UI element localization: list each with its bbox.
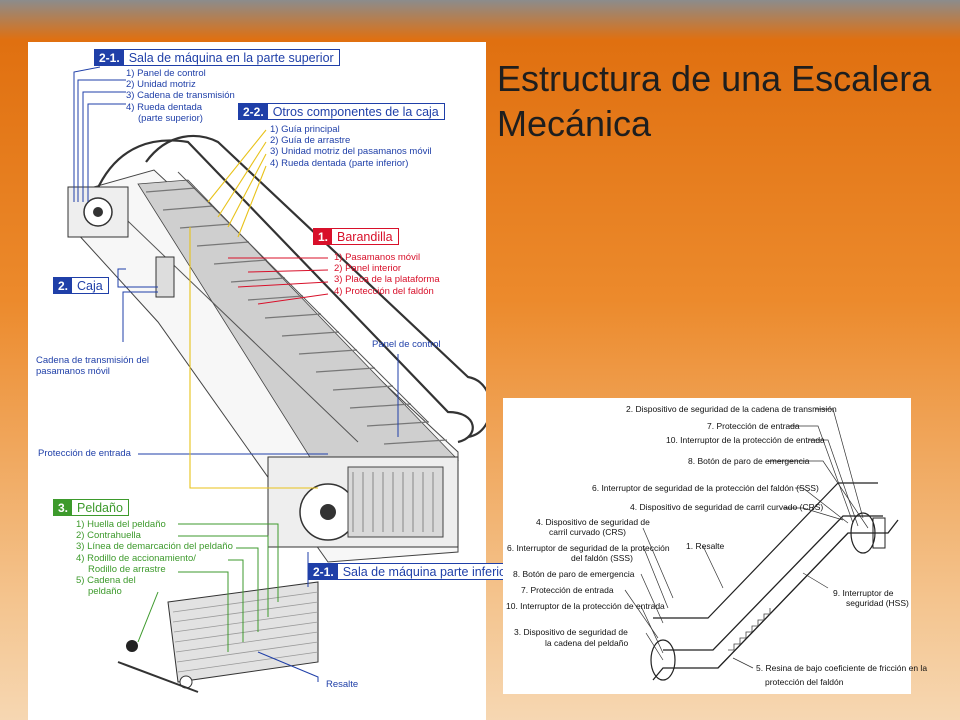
section-number: 3. [54,500,73,515]
machine-room-bottom-header: 2-1. Sala de máquina parte inferior [308,563,517,580]
section-number: 1. [314,229,333,244]
label-entrance-guard: 7. Protección de entrada [707,421,800,431]
other-components-list: 1) Guía principal 2) Guía de arrastre 3)… [270,124,432,169]
list-item: (parte superior) [138,112,203,124]
label-emergency-stop-left: 8. Botón de paro de emergencia [513,569,635,579]
label-handrail-switch: 9. Interruptor de [833,588,894,598]
label-entrance-switch-left: 10. Interruptor de la protección de entr… [506,601,665,611]
label-skirt-switch-left-2: del faldón (SSS) [571,553,633,563]
list-item: 2) Unidad motriz [126,79,196,91]
section-title: Peldaño [77,500,123,515]
handrail-chain-label: Cadena de transmisión del pasamanos móvi… [36,355,150,377]
label-curved-rail-device-left: 4. Dispositivo de seguridad de [536,517,650,527]
section-number: 2-2. [239,104,268,119]
list-item: 1) Panel de control [126,68,206,79]
label-entrance-switch: 10. Interruptor de la protección de entr… [666,435,825,445]
list-item: 2) Guía de arrastre [270,135,351,147]
label-emergency-stop: 8. Botón de paro de emergencia [688,456,810,466]
section-number: 2-1. [309,564,338,579]
machine-room-top-list: 1) Panel de control 2) Unidad motriz 3) … [126,68,235,124]
list-item: 1) Pasamanos móvil [334,252,421,263]
riser-label: Resalte [326,679,359,690]
list-item: 4) Rodillo de accionamiento/ [76,552,196,564]
safety-devices-illustration [624,408,899,681]
list-item: 4) Protección del faldón [334,285,434,297]
label-chain-safety-device: 2. Dispositivo de seguridad de la cadena… [626,404,837,414]
label-skirt-switch: 6. Interruptor de seguridad de la protec… [592,483,819,493]
label-step-chain-device: 3. Dispositivo de seguridad de [514,627,628,637]
label-step-chain-device-2: la cadena del peldaño [545,638,629,648]
list-item: 2) Contrahuella [76,530,141,542]
handrail-list: 1) Pasamanos móvil 2) Panel interior 3) … [334,252,440,297]
control-panel-label: Panel de control [372,339,441,350]
entrance-guard-label: Protección de entrada [38,448,131,459]
safety-devices-diagram: 2. Dispositivo de seguridad de la cadena… [503,398,927,694]
list-item: 3) Unidad motriz del pasamanos móvil [270,146,432,158]
label-handrail-switch-2: seguridad (HSS) [846,598,909,608]
section-title: Caja [77,278,103,293]
list-item: 5) Cadena del [76,575,136,587]
slide-title: Estructura de una Escalera Mecánica [497,58,932,144]
list-item: 3) Cadena de transmisión [126,90,235,102]
truss-header: 2. Caja [53,277,109,294]
label-low-friction-resin: 5. Resina de bajo coeficiente de fricció… [756,663,928,673]
list-item: 3) Línea de demarcación del peldaño [76,541,233,553]
escalator-illustration [67,66,486,693]
section-title: Otros componentes de la caja [272,104,439,119]
section-number: 2-1. [95,50,124,65]
step-header: 3. Peldaño [53,499,129,516]
other-components-header: 2-2. Otros componentes de la caja [238,103,445,120]
machine-room-top-header: 2-1. Sala de máquina en la parte superio… [94,49,340,66]
section-title: Sala de máquina en la parte superior [128,50,334,65]
list-item: 1) Huella del peldaño [76,519,166,530]
list-item: peldaño [88,586,122,598]
list-item: 3) Placa de la plataforma [334,274,440,286]
section-number: 2. [54,278,73,293]
handrail-header: 1. Barandilla [313,228,399,245]
label-curved-rail-device-left-2: carril curvado (CRS) [549,527,626,537]
list-item: 4) Rueda dentada [126,101,203,113]
escalator-structure-diagram: 2-1. Sala de máquina en la parte superio… [28,42,517,720]
section-title: Sala de máquina parte inferior [342,564,511,579]
label-entrance-guard-left: 7. Protección de entrada [521,585,614,595]
list-item: 1) Guía principal [270,124,340,135]
label-skirt-switch-left: 6. Interruptor de seguridad de la protec… [507,543,670,553]
list-item: 4) Rueda dentada (parte inferior) [270,157,409,169]
step-list: 1) Huella del peldaño 2) Contrahuella 3)… [76,519,233,597]
list-item: Rodillo de arrastre [88,563,166,575]
section-title: Barandilla [337,229,393,244]
label-riser: 1. Resalte [686,541,725,551]
list-item: 2) Panel interior [334,263,402,275]
label-curved-rail-device: 4. Dispositivo de seguridad de carril cu… [630,502,824,512]
label-low-friction-resin-2: protección del faldón [765,677,844,687]
